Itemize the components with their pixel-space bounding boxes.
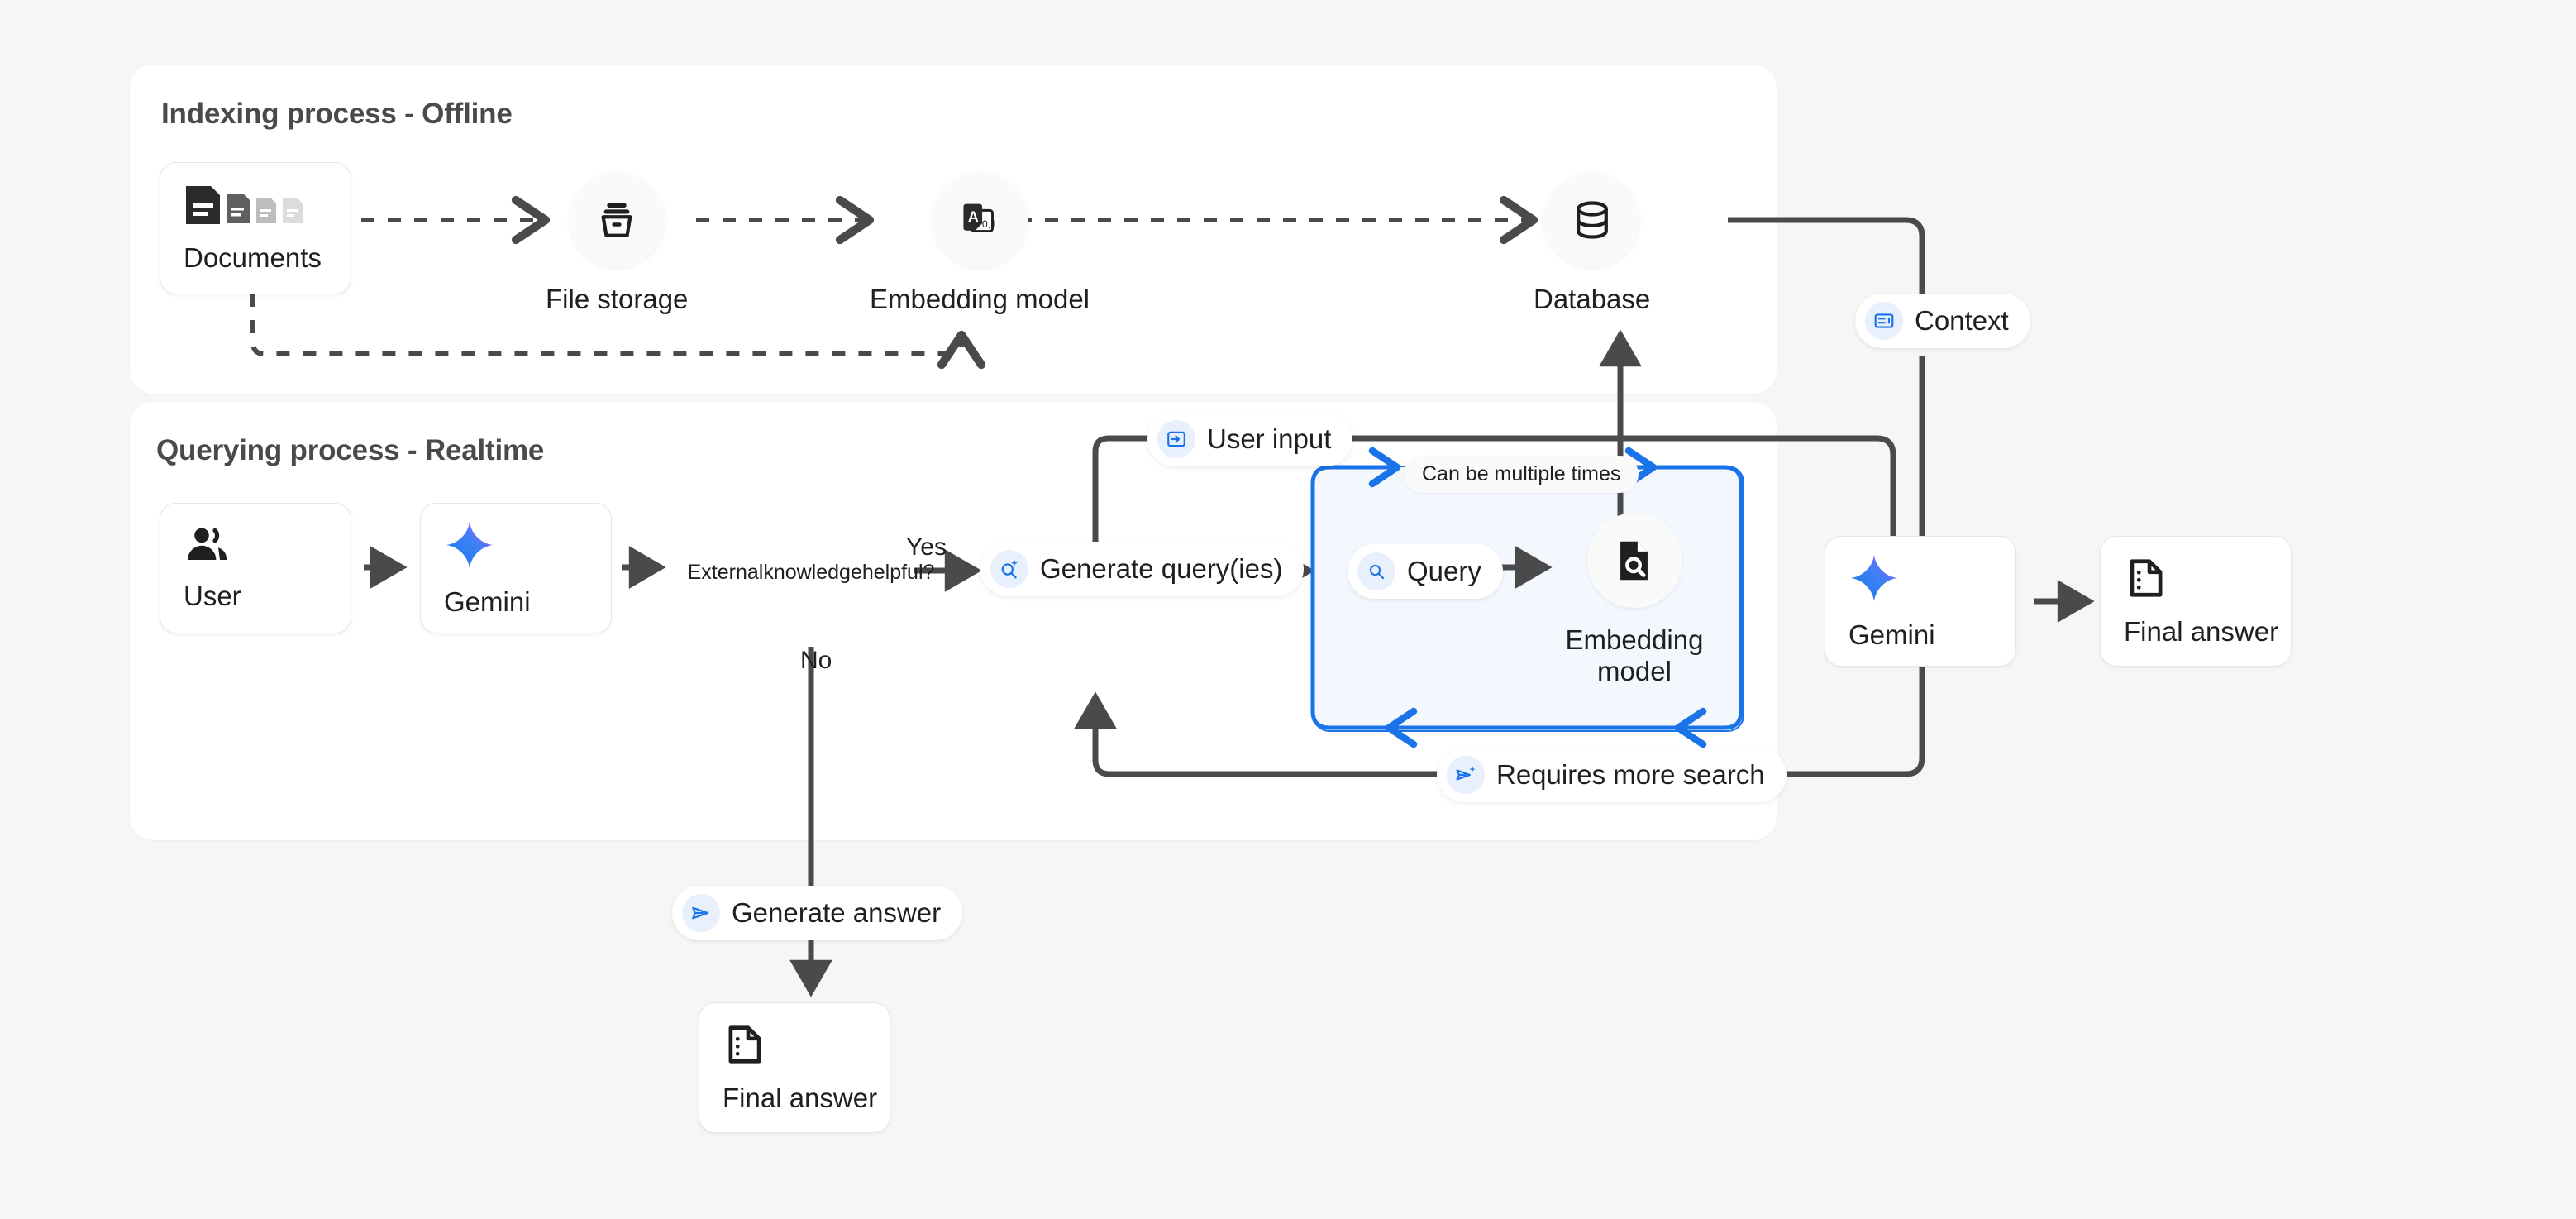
context-card-icon bbox=[1865, 302, 1903, 340]
search-sparkle-icon bbox=[990, 550, 1028, 588]
gemini-sparkle-icon bbox=[1849, 552, 1900, 608]
user-label: User bbox=[184, 580, 241, 611]
panel-querying-title: Querying process - Realtime bbox=[156, 434, 545, 466]
context-label: Context bbox=[1915, 305, 2009, 336]
send-icon bbox=[682, 894, 720, 932]
input-icon bbox=[1157, 420, 1195, 458]
pill-generate-answer[interactable]: Generate answer bbox=[672, 886, 963, 940]
gemini-left-label: Gemini bbox=[444, 586, 531, 617]
database-label: Database bbox=[1534, 284, 1651, 314]
node-documents[interactable]: Documents bbox=[160, 162, 351, 294]
document-search-icon-circle bbox=[1586, 513, 1682, 608]
node-embedding-model-query[interactable]: Embedding model bbox=[1548, 513, 1721, 687]
svg-text:A: A bbox=[968, 208, 979, 225]
requires-more-search-label: Requires more search bbox=[1496, 759, 1765, 790]
svg-text:0,1: 0,1 bbox=[982, 218, 996, 229]
node-file-storage[interactable]: File storage bbox=[546, 172, 688, 315]
edge-label-yes: Yes bbox=[906, 533, 947, 561]
documents-label: Documents bbox=[184, 241, 322, 273]
edge-label-no: No bbox=[800, 647, 832, 674]
archive-icon-circle bbox=[569, 172, 665, 267]
database-icon-circle bbox=[1544, 172, 1640, 267]
gemini-sparkle-icon bbox=[444, 519, 495, 575]
node-decision-external-knowledge[interactable]: External knowledge helpful? bbox=[687, 503, 935, 643]
pill-query[interactable]: Query bbox=[1348, 544, 1503, 599]
decision-label: External knowledge helpful? bbox=[687, 561, 935, 585]
node-database[interactable]: Database bbox=[1534, 172, 1650, 315]
panel-indexing-title: Indexing process - Offline bbox=[161, 98, 513, 130]
pill-requires-more-search[interactable]: Requires more search bbox=[1437, 748, 1787, 802]
people-icon bbox=[184, 525, 235, 569]
translate-embedding-icon-circle: 0,1 A bbox=[932, 172, 1028, 267]
embedding-model-label: Embedding model bbox=[870, 284, 1090, 314]
node-embedding-model-index[interactable]: 0,1 A Embedding model bbox=[870, 172, 1090, 315]
document-search-icon bbox=[1620, 541, 1648, 580]
database-icon bbox=[1576, 200, 1608, 239]
file-storage-label: File storage bbox=[546, 284, 689, 314]
documents-icon bbox=[184, 184, 308, 231]
translate-embedding-icon: 0,1 A bbox=[963, 203, 996, 232]
pill-context[interactable]: Context bbox=[1855, 294, 2030, 348]
query-label: Query bbox=[1407, 556, 1481, 586]
embedding-model-query-label: Embedding model bbox=[1565, 624, 1704, 686]
note-can-be-multiple-times: Can be multiple times bbox=[1404, 456, 1639, 493]
archive-icon bbox=[601, 202, 632, 237]
answer-doc-icon bbox=[2124, 556, 2168, 605]
gemini-right-label: Gemini bbox=[1849, 619, 1935, 650]
node-final-answer-right[interactable]: Final answer bbox=[2100, 536, 2292, 667]
generate-answer-label: Generate answer bbox=[732, 897, 942, 928]
node-gemini-left[interactable]: Gemini bbox=[420, 503, 612, 633]
generate-queries-label: Generate query(ies) bbox=[1040, 553, 1283, 584]
pill-user-input[interactable]: User input bbox=[1147, 412, 1353, 466]
node-user[interactable]: User bbox=[160, 503, 351, 633]
node-gemini-right[interactable]: Gemini bbox=[1825, 536, 2016, 667]
final-answer-right-label: Final answer bbox=[2124, 615, 2279, 647]
node-final-answer-bottom[interactable]: Final answer bbox=[699, 1002, 890, 1133]
answer-doc-icon bbox=[723, 1022, 767, 1071]
user-input-label: User input bbox=[1207, 423, 1332, 454]
final-answer-bottom-label: Final answer bbox=[723, 1082, 878, 1113]
send-sparkle-icon bbox=[1447, 756, 1485, 794]
pill-generate-queries[interactable]: Generate query(ies) bbox=[980, 542, 1305, 596]
search-icon bbox=[1357, 552, 1395, 590]
